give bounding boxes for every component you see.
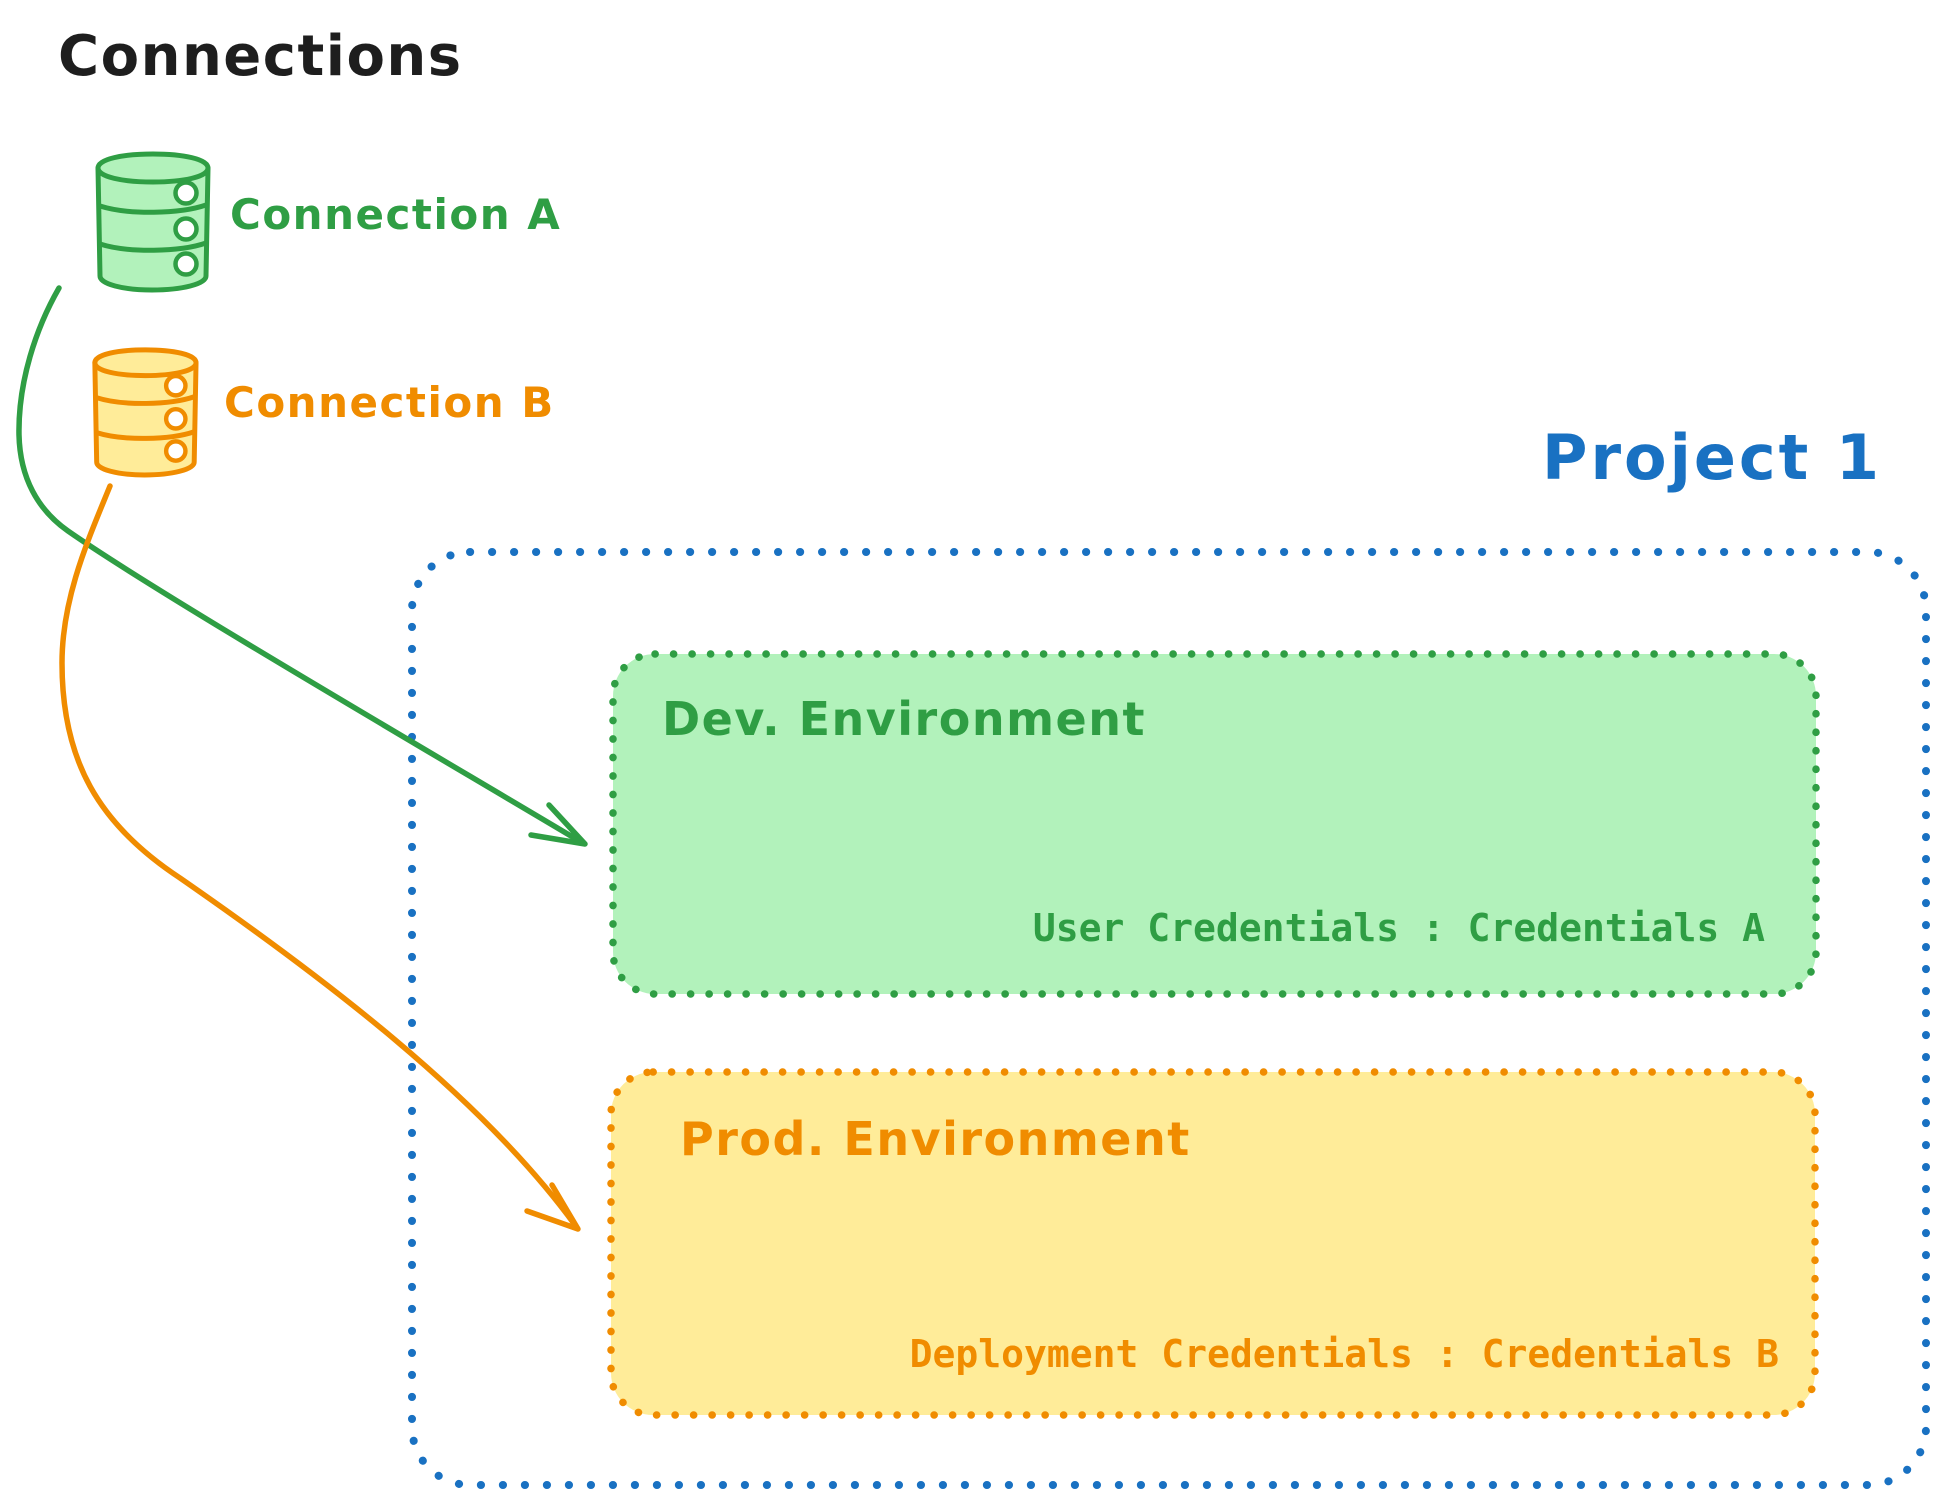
- dev-environment-box: [609, 650, 1820, 998]
- prod-environment-box: [607, 1068, 1819, 1419]
- prod-environment-title: Prod. Environment: [680, 1112, 1191, 1166]
- project-1-label: Project 1: [1542, 421, 1883, 494]
- connection-b-label: Connection B: [224, 378, 555, 427]
- connection-a-label: Connection A: [230, 190, 562, 239]
- dev-environment-title: Dev. Environment: [662, 692, 1146, 746]
- database-icon: [92, 347, 199, 478]
- dev-environment-credentials: User Credentials : Credentials A: [1032, 906, 1765, 950]
- arrow-connection-a-to-dev: [16, 285, 588, 847]
- arrow-connection-b-to-prod: [59, 483, 581, 1232]
- database-icon: [95, 151, 211, 293]
- diagram-title: Connections: [58, 24, 463, 89]
- prod-environment-credentials: Deployment Credentials : Credentials B: [909, 1332, 1779, 1376]
